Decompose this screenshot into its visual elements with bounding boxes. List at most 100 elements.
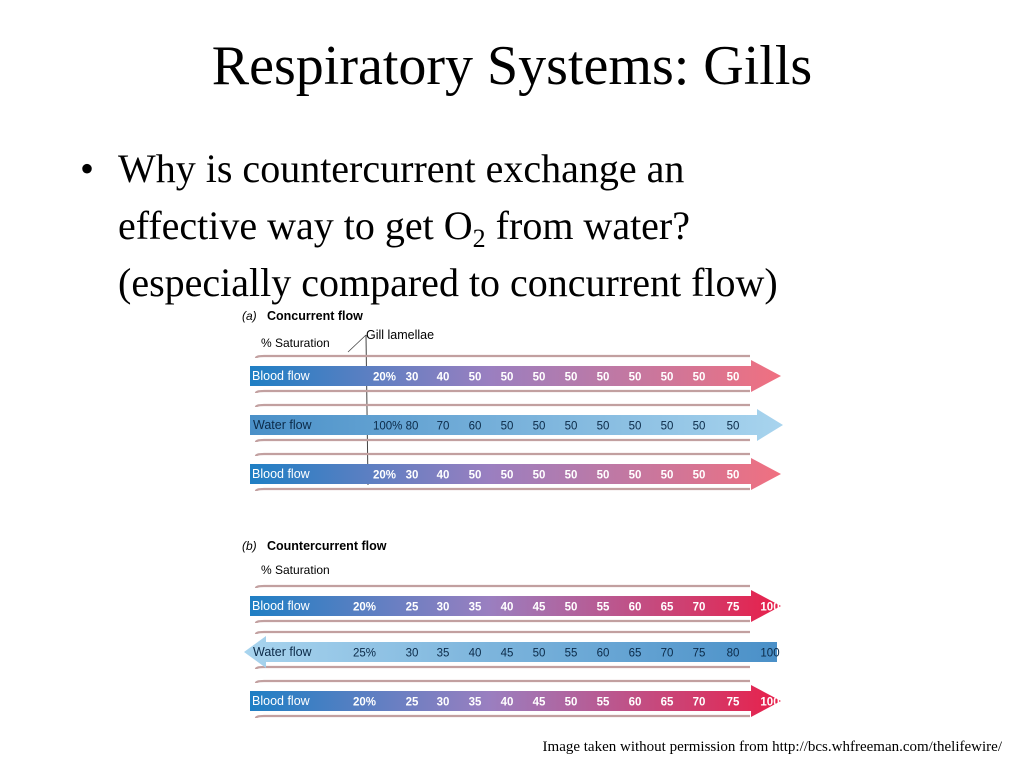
panel-b-row-1-value: 45 — [533, 602, 546, 614]
panel-a-row-3-value: 50 — [469, 470, 482, 482]
panel-a-row-1-value: 50 — [469, 372, 482, 384]
gill-lamellae-label: Gill lamellae — [366, 328, 434, 342]
panel-a-row-2-value: 60 — [469, 421, 482, 433]
panel-b-row-1-value: 65 — [661, 602, 674, 614]
panel-a-row-1-value: 40 — [437, 372, 450, 384]
panel-b-row-2-value: 100 — [760, 648, 779, 660]
panel-a-row-1-value: 50 — [629, 372, 642, 384]
panel-b-row-2-value: 65 — [629, 648, 642, 660]
panel-a-row-1-value: 30 — [406, 372, 419, 384]
panel-a-row-2-lamella-edge-2 — [254, 438, 750, 443]
panel-a-row-3-label: Blood flow — [252, 467, 311, 481]
panel-b-row-2-value: 80 — [727, 648, 740, 660]
bullet-text-line-3: (especially compared to concurrent flow) — [118, 260, 778, 305]
panel-b-title: Countercurrent flow — [267, 539, 387, 553]
panel-b-row-2-value: 30 — [406, 648, 419, 660]
bullet-marker: • — [80, 146, 95, 191]
panel-b-row-1-value: 40 — [501, 602, 514, 614]
panel-b-row-2-label: Water flow — [253, 645, 313, 659]
panel-b-row-1-label: Blood flow — [252, 599, 311, 613]
panel-a-row-1-value: 20% — [373, 372, 396, 384]
panel-a-row-3-lamella-edge-2 — [254, 487, 750, 492]
panel-a-row-3-value: 50 — [501, 470, 514, 482]
panel-b-row-1-value: 100 — [760, 602, 779, 614]
panel-a-row-3-value: 30 — [406, 470, 419, 482]
panel-a-row-3-value: 50 — [727, 470, 740, 482]
panel-a-row-3-lamella-edge-1 — [254, 452, 750, 457]
panel-b-row-1-value: 55 — [597, 602, 610, 614]
panel-b-row-2-lamella-edge-2 — [254, 665, 750, 670]
panel-a-row-3-value: 20% — [373, 470, 396, 482]
panel-b-row-3-value: 20% — [353, 697, 376, 709]
panel-b-row-3-value: 25 — [406, 697, 419, 709]
panel-a-row-1-value: 50 — [565, 372, 578, 384]
panel-b-row-2-arrow — [244, 636, 777, 668]
panel-a-row-3-value: 50 — [661, 470, 674, 482]
panel-a-row-1-lamella-edge-1 — [254, 354, 750, 359]
panel-a-row-2-lamella-edge-1 — [254, 403, 750, 408]
bullet-text-line-1: Why is countercurrent exchange an — [118, 146, 685, 191]
panel-a-row-1-value: 50 — [501, 372, 514, 384]
panel-a-row-1-value: 50 — [597, 372, 610, 384]
panel-a-row-2-value: 50 — [629, 421, 642, 433]
panel-a-row-2-arrow — [250, 409, 783, 441]
slide-title: Respiratory Systems: Gills — [211, 35, 813, 97]
panel-b-row-3-value: 75 — [727, 697, 740, 709]
panel-b-row-2-value: 45 — [501, 648, 514, 660]
panel-a-row-3-arrow — [250, 458, 781, 490]
panel-b-saturation-label: % Saturation — [261, 563, 330, 577]
panel-a-row-2-value: 50 — [501, 421, 514, 433]
panel-a-row-2-value: 50 — [533, 421, 546, 433]
panel-a-row-3-value: 50 — [597, 470, 610, 482]
panel-a-row-2-value: 50 — [727, 421, 740, 433]
panel-a-row-3-value: 50 — [533, 470, 546, 482]
panel-b-row-2-value: 75 — [693, 648, 706, 660]
panel-b-row-1-value: 20% — [353, 602, 376, 614]
image-credit: Image taken without permission from http… — [542, 739, 1002, 755]
bullet-text-line-2-start: effective way to get O — [118, 203, 473, 248]
panel-b-row-3-value: 65 — [661, 697, 674, 709]
panel-b-row-3-value: 40 — [501, 697, 514, 709]
gill-lamellae-leader-left — [347, 334, 367, 353]
panel-a-row-1-value: 50 — [533, 372, 546, 384]
bullet-text-line-2: effective way to get O2 from water? — [118, 197, 690, 254]
panel-b-row-3-arrow — [250, 685, 781, 717]
panel-a-row-3-value: 50 — [693, 470, 706, 482]
panel-b-row-3-label: Blood flow — [252, 694, 311, 708]
gill-flow-figure: (a) Concurrent flow % Saturation Gill la… — [240, 300, 800, 730]
panel-a-row-2-value: 50 — [597, 421, 610, 433]
panel-a-row-1-value: 50 — [661, 372, 674, 384]
panel-b-row-1-arrow — [250, 590, 781, 622]
panel-a-row-1-value: 50 — [727, 372, 740, 384]
panel-a-saturation-label: % Saturation — [261, 336, 330, 350]
panel-b-letter: (b) — [242, 539, 257, 553]
panel-b-row-1-value: 30 — [437, 602, 450, 614]
panel-b-row-1-value: 70 — [693, 602, 706, 614]
panel-a-row-2-value: 70 — [437, 421, 450, 433]
panel-a-letter: (a) — [242, 309, 257, 323]
panel-b-row-1-value: 75 — [727, 602, 740, 614]
gill-flow-diagram: (a) Concurrent flow % Saturation Gill la… — [242, 309, 783, 719]
panel-b-row-3-lamella-edge-1 — [254, 679, 750, 684]
panel-a-row-2-value: 50 — [661, 421, 674, 433]
panel-b-row-3-value: 100 — [760, 697, 779, 709]
panel-a-row-1-arrow — [250, 360, 781, 392]
panel-b-row-2-value: 50 — [533, 648, 546, 660]
panel-b-row-3-lamella-edge-2 — [254, 714, 750, 719]
panel-b-row-3-value: 35 — [469, 697, 482, 709]
panel-b-row-2-value: 70 — [661, 648, 674, 660]
panel-a-row-3-value: 50 — [629, 470, 642, 482]
panel-b-row-1-value: 50 — [565, 602, 578, 614]
bullet-text-line-2-end: from water? — [485, 203, 691, 248]
oxygen-subscript: 2 — [472, 224, 486, 253]
panel-b-row-3-value: 55 — [597, 697, 610, 709]
panel-a-title: Concurrent flow — [267, 309, 363, 323]
flow-rows: Blood flow 20% 30 40 50 50 50 50 50 50 50 50 50Water… — [244, 354, 783, 719]
panel-b-row-2-value: 25% — [353, 648, 376, 660]
